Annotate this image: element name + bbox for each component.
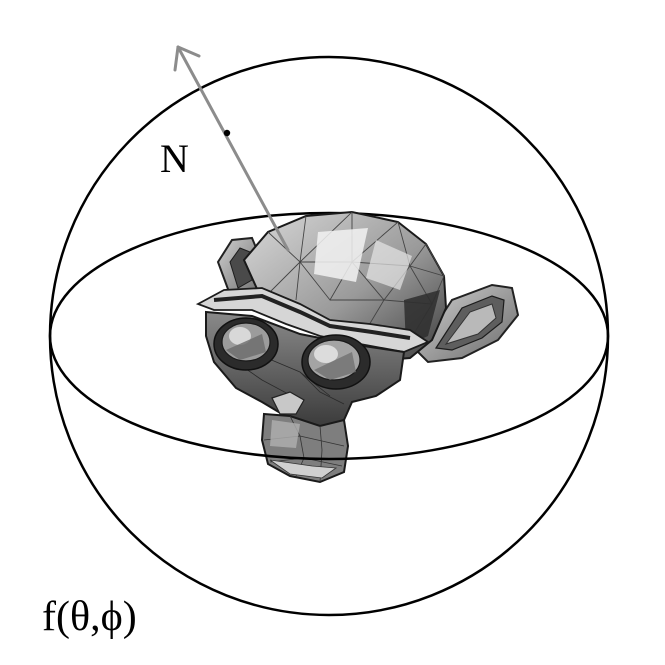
- equator-front-arc: [48, 335, 610, 461]
- left-eye: [213, 317, 279, 371]
- right-eye: [301, 334, 371, 390]
- function-label: f(θ,ϕ): [42, 594, 137, 640]
- normal-arrow: [173, 45, 290, 252]
- normal-label: N: [160, 136, 189, 181]
- normal-point-marker: [223, 129, 231, 137]
- monkey-head-mesh: [195, 210, 520, 484]
- nose: [271, 391, 305, 415]
